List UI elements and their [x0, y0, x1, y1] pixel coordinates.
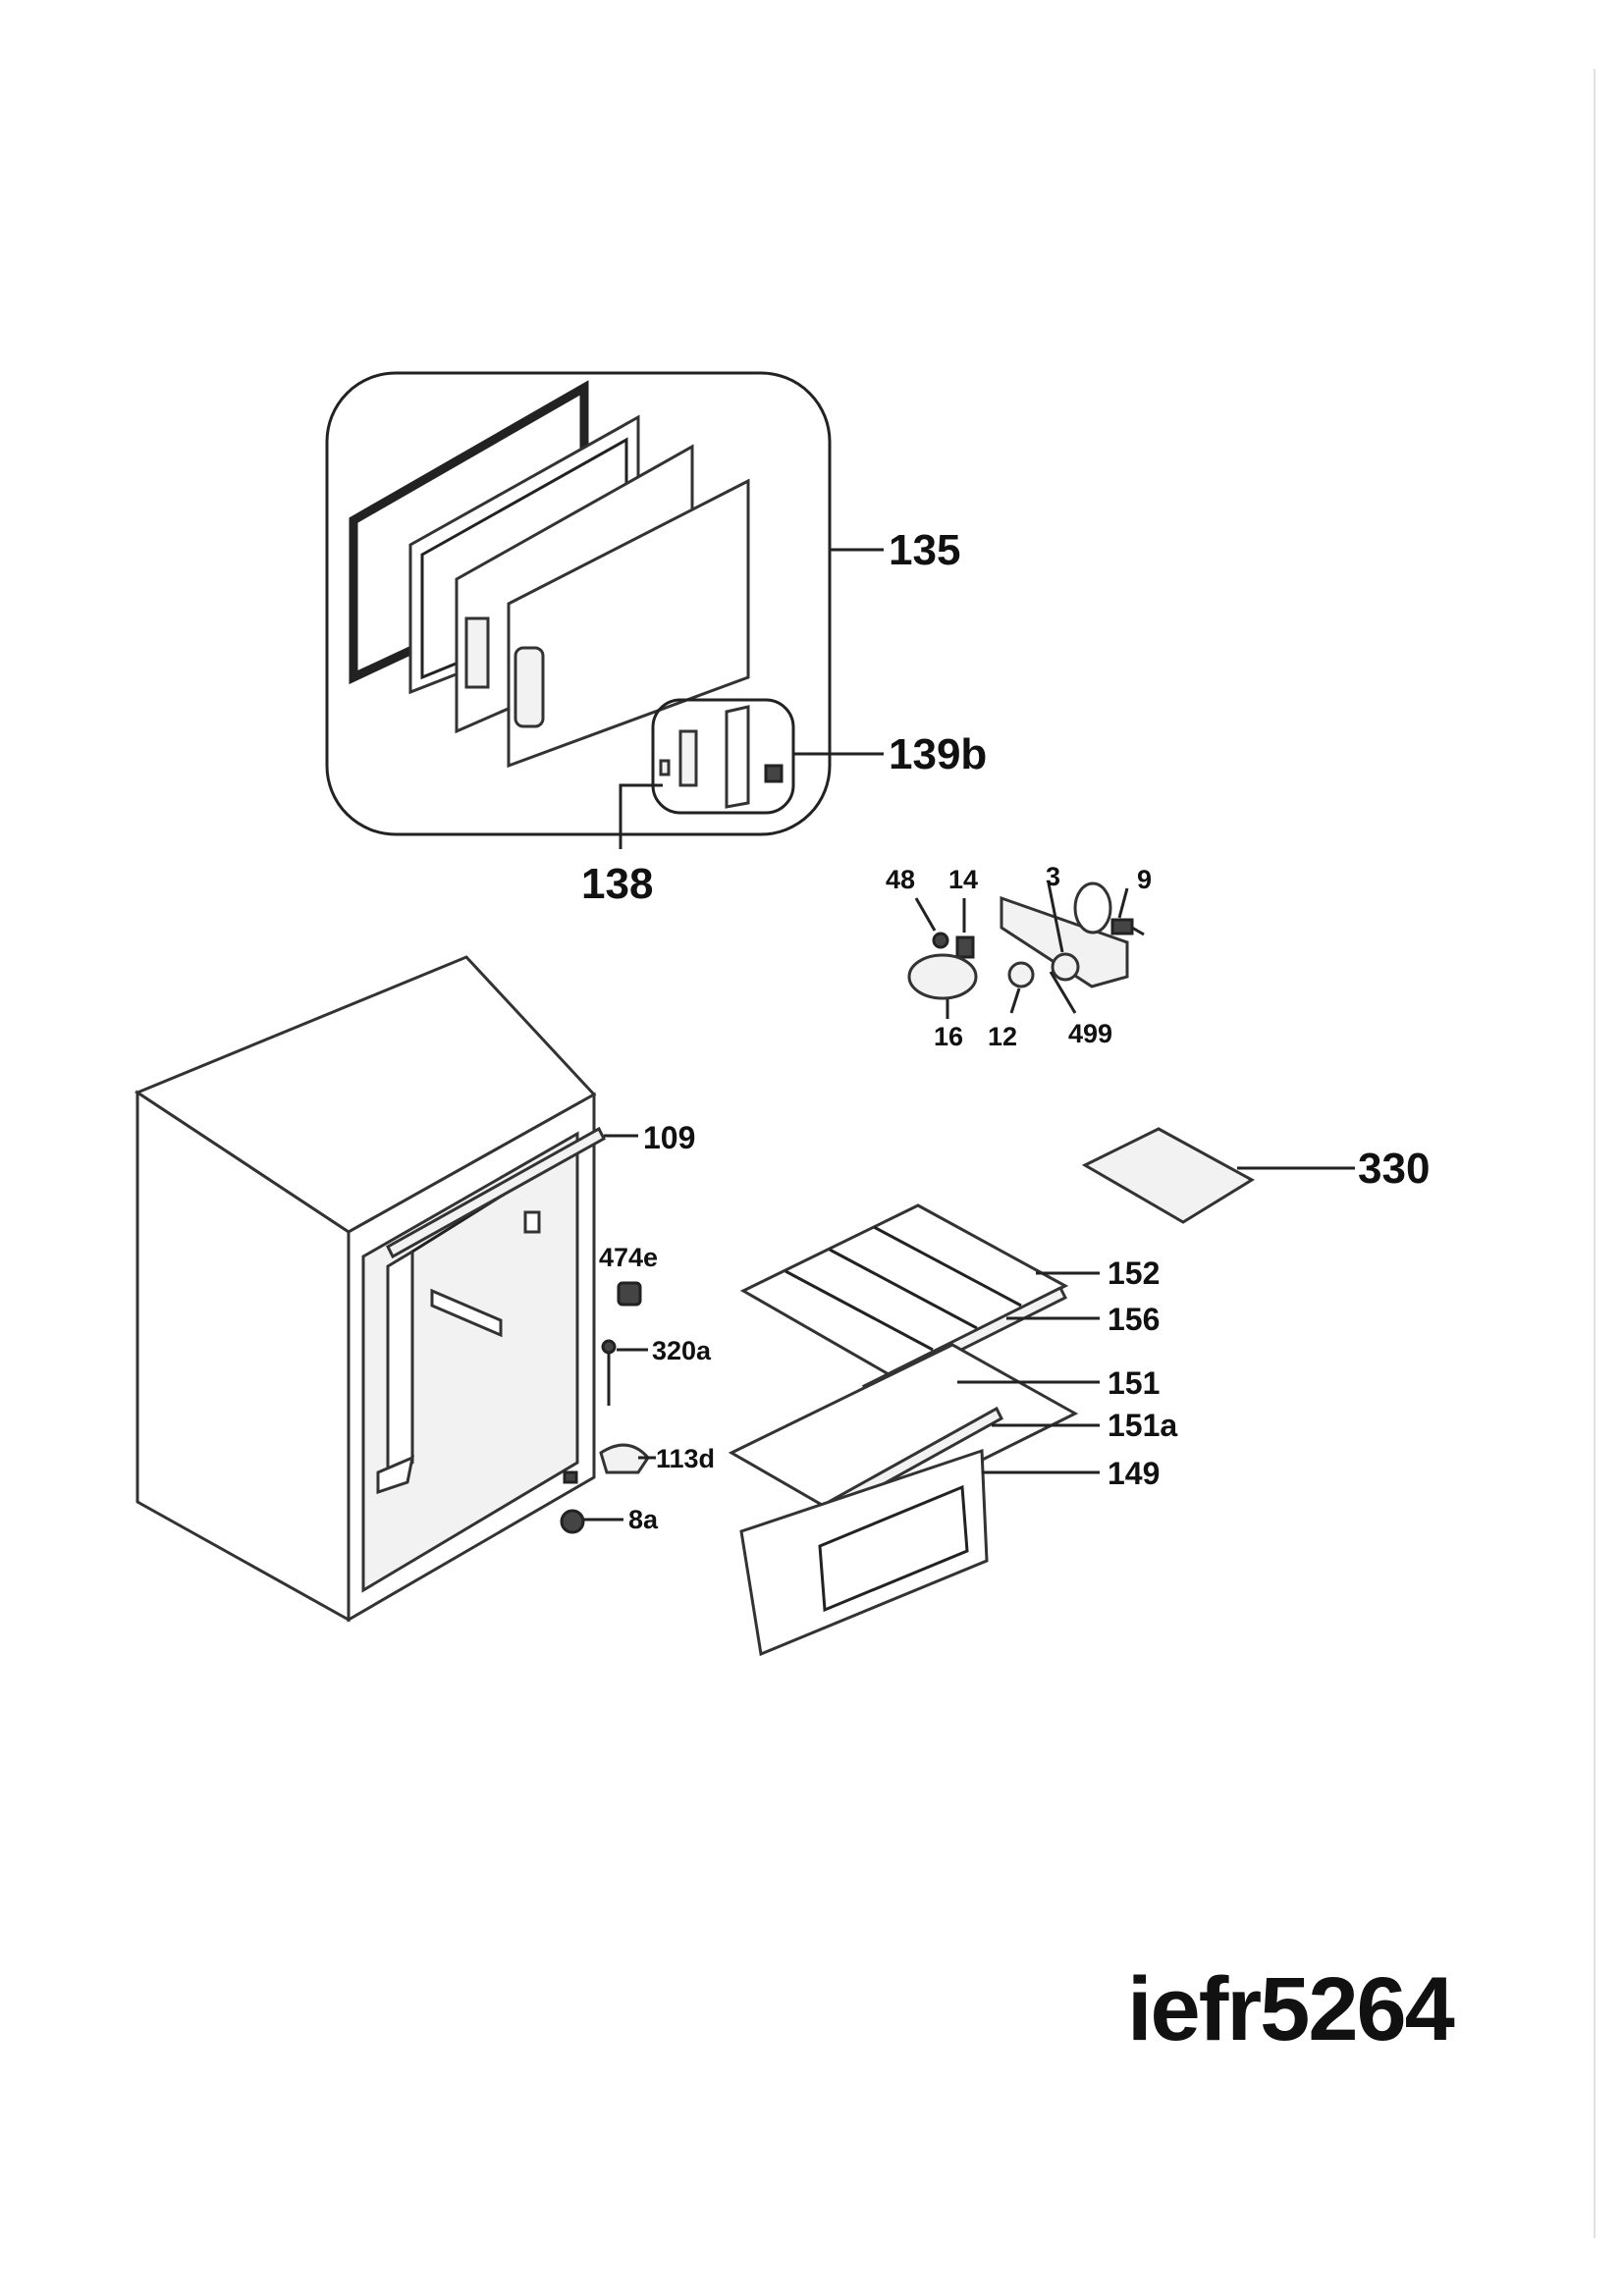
callout-330: 330 — [1358, 1145, 1430, 1193]
callout-135: 135 — [889, 526, 960, 574]
part-14-clip — [955, 935, 975, 959]
callout-152: 152 — [1108, 1255, 1160, 1291]
part-151-glass-cover — [728, 1343, 1079, 1525]
cabinet-rail-left — [376, 1455, 415, 1495]
cabinet-shelf-support — [430, 1288, 503, 1338]
door-stop-part — [659, 759, 671, 776]
hinge-pin — [764, 764, 784, 783]
leader-3 — [1047, 882, 1064, 953]
part-12-nut — [1007, 961, 1035, 988]
callout-48: 48 — [886, 865, 915, 894]
crisper-window — [818, 1484, 969, 1613]
egg-tray-group — [1081, 1127, 1355, 1224]
shelf-wire-1 — [784, 1269, 934, 1352]
part-48-screw — [932, 932, 949, 949]
thermostat-parts-group — [907, 881, 1145, 1019]
part-16-knob — [907, 953, 978, 1000]
leader-138 — [619, 783, 663, 849]
callout-156: 156 — [1108, 1302, 1160, 1337]
callout-138: 138 — [581, 860, 653, 908]
part-8a-foot — [560, 1509, 585, 1534]
model-number: iefr5264 — [1127, 1959, 1455, 2059]
door-handle-front — [514, 646, 545, 728]
part-330-egg-tray — [1081, 1127, 1255, 1224]
hinge-cover-part — [678, 729, 698, 787]
hinge-cover-box — [651, 698, 795, 815]
part-499-bracket — [1000, 895, 1129, 988]
cabinet-thermostat-slot — [523, 1210, 541, 1234]
part-320a-head — [601, 1339, 617, 1355]
part-113d-cover — [599, 1443, 650, 1474]
door-assembly-frame — [325, 371, 832, 836]
part-109-hinge-bar — [386, 1126, 606, 1259]
callout-12: 12 — [988, 1022, 1017, 1051]
callout-151: 151 — [1108, 1365, 1160, 1401]
hinge-cover-plate — [725, 705, 750, 809]
cabinet-liner-rib — [386, 1249, 414, 1480]
callout-139b: 139b — [889, 730, 987, 778]
cabinet-foot-mark — [563, 1470, 578, 1484]
callout-8a: 8a — [628, 1505, 659, 1534]
leader-499 — [1049, 971, 1077, 1014]
part-9-sensor — [1110, 918, 1134, 935]
door-assembly-group — [325, 371, 884, 849]
leader-48 — [914, 897, 937, 932]
part-474e-clip — [617, 1281, 642, 1307]
callout-109: 109 — [643, 1120, 695, 1155]
callout-320a: 320a — [652, 1336, 712, 1365]
part-3-spring — [1073, 881, 1112, 934]
callout-499: 499 — [1068, 1019, 1112, 1048]
callout-113d: 113d — [656, 1444, 715, 1473]
page-edge-line — [1594, 69, 1596, 2238]
cabinet-group — [134, 955, 597, 1623]
callout-9: 9 — [1137, 865, 1152, 894]
callout-151a: 151a — [1108, 1408, 1177, 1443]
leader-12 — [1009, 988, 1021, 1014]
callout-149: 149 — [1108, 1456, 1160, 1491]
shelves-group — [728, 1203, 1100, 1657]
part-9-wire — [1131, 926, 1145, 936]
callout-14: 14 — [948, 865, 978, 894]
door-handle-rear — [464, 616, 490, 689]
callout-474e: 474e — [599, 1243, 658, 1272]
shelf-wire-3 — [873, 1225, 1022, 1308]
shelf-wire-2 — [829, 1248, 978, 1330]
part-499-hole — [1051, 952, 1080, 982]
callout-3: 3 — [1046, 862, 1060, 891]
door-front-panel — [507, 478, 750, 769]
leader-9 — [1117, 887, 1129, 919]
callout-16: 16 — [934, 1022, 963, 1051]
